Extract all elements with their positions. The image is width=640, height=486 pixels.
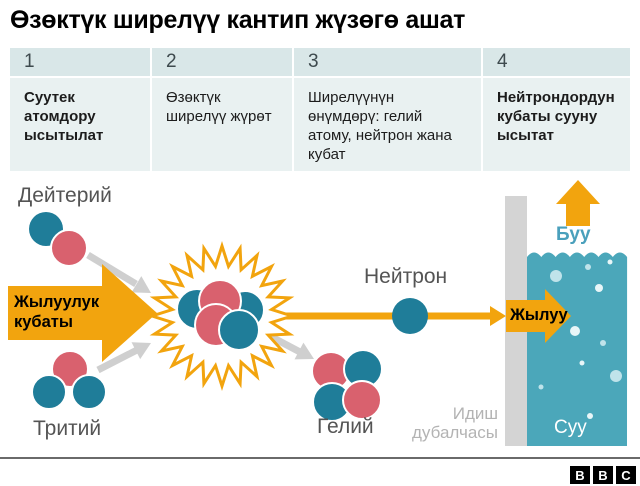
heat-energy-label: Жылуулук кубаты (14, 293, 100, 331)
step-4-text: Нейтрондордун кубаты сууну ысытат (483, 78, 630, 171)
step-4-number: 4 (483, 48, 630, 76)
page-title: Өзөктүк ширелүү кантип жүзөгө ашат (10, 6, 466, 34)
step-3-text: Ширелүүнүн өнүмдөрү: гелий атому, нейтро… (294, 78, 481, 171)
heat-arrow (506, 289, 571, 343)
bbc-logo: B B C (570, 466, 636, 484)
fusion-cluster (176, 279, 265, 351)
step-2-number: 2 (152, 48, 292, 76)
bbc-logo-letter: B (570, 466, 590, 484)
arrow-fusion-to-helium (264, 330, 314, 360)
step-1-text: Суутек атомдору ысытылат (10, 78, 150, 171)
heat-label: Жылуу (510, 306, 568, 324)
water-label: Суу (554, 417, 587, 438)
step-2-text: Өзөктүк ширелүү жүрөт (152, 78, 292, 171)
bubbles (538, 259, 622, 419)
bbc-logo-letter: B (593, 466, 613, 484)
arrow-tritium-to-fusion (96, 342, 151, 374)
steam-arrow (556, 180, 600, 226)
neutron-particle (392, 298, 428, 334)
neutron-label: Нейтрон (364, 265, 448, 288)
steam-label: Буу (556, 224, 591, 245)
bbc-logo-letter: C (616, 466, 636, 484)
vessel-wall-label: Идиш дубалчасы (412, 404, 498, 442)
helium-atom (311, 349, 383, 422)
step-3-number: 3 (294, 48, 481, 76)
deuterium-label: Дейтерий (18, 184, 112, 207)
steps-table: 1 2 3 4 Суутек атомдору ысытылат Өзөктүк… (10, 48, 630, 171)
helium-label: Гелий (317, 415, 374, 438)
neutron-path-arrow (283, 306, 506, 326)
heat-energy-arrow (8, 264, 157, 362)
footer-divider (0, 457, 640, 459)
tritium-label: Тритий (33, 417, 102, 440)
deuterium-atom (29, 212, 88, 267)
tritium-atom (31, 350, 107, 410)
step-1-number: 1 (10, 48, 150, 76)
arrow-deuterium-to-fusion (86, 252, 151, 293)
